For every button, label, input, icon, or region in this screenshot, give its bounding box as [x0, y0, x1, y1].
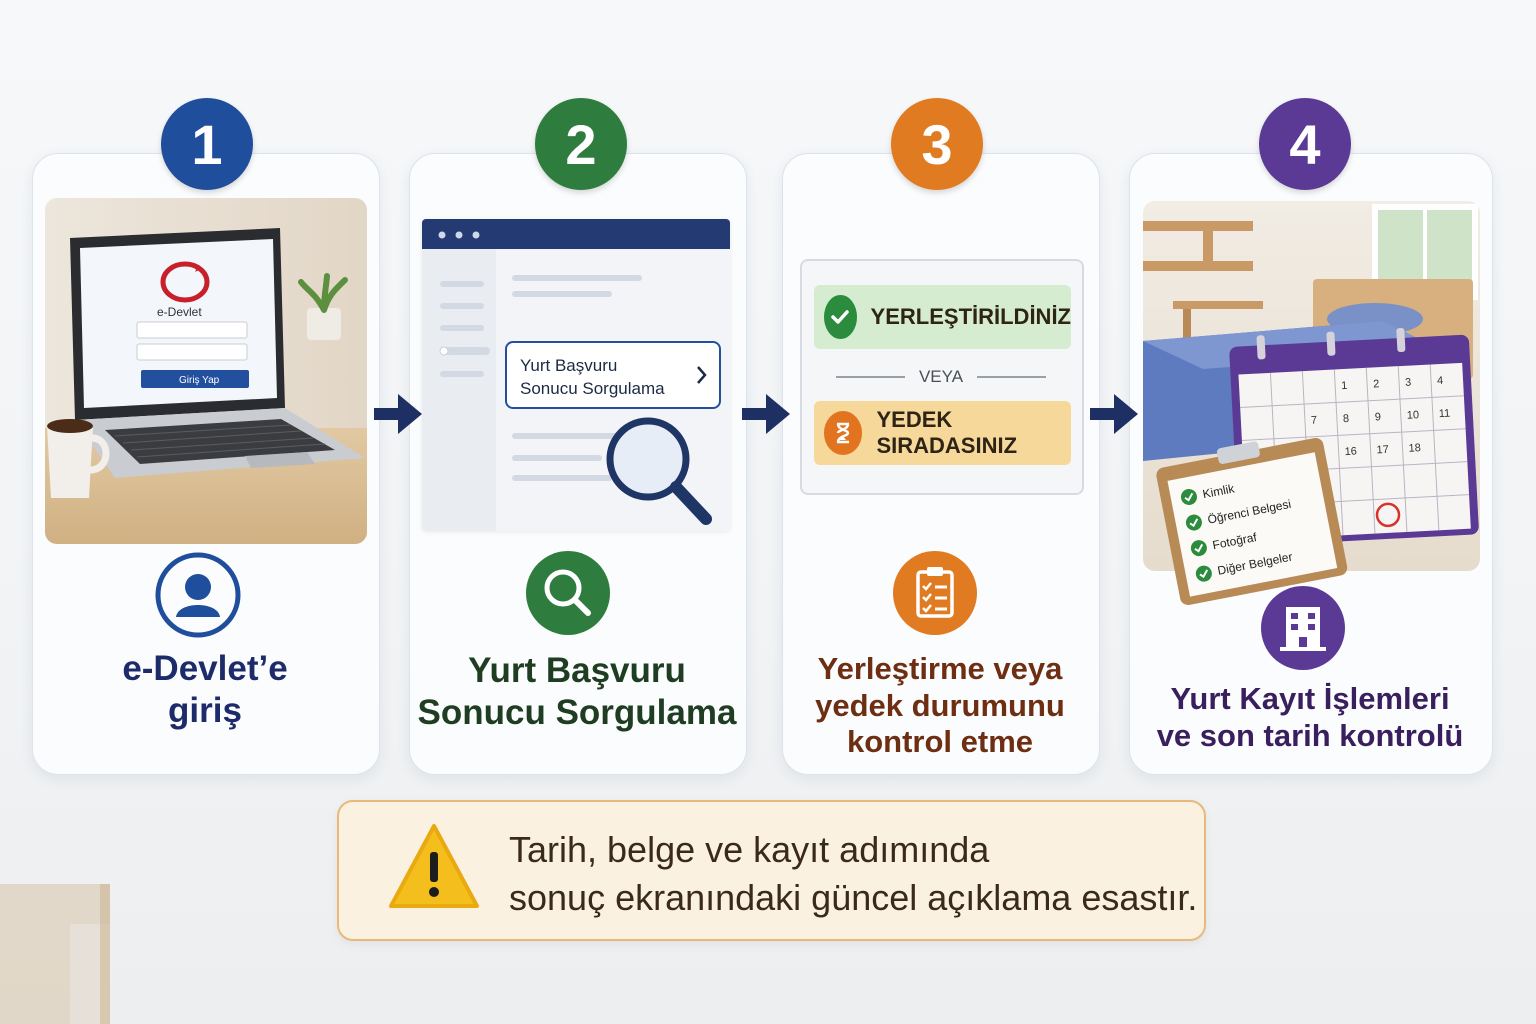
step-4-title-line-2: ve son tarih kontrolü: [1156, 718, 1464, 754]
step-1-title: e-Devlet’e giriş: [40, 648, 370, 732]
step-3-badge: 3: [891, 98, 983, 190]
step-3-number: 3: [921, 112, 953, 176]
calendar-day-number: 18: [1408, 442, 1421, 455]
step-2-browser-mockup: Yurt Başvuru Sonucu Sorgulama: [422, 219, 730, 531]
status-reserve: YEDEK SIRADASINIZ: [814, 401, 1071, 465]
step-3-title-line-1: Yerleştirme veya: [817, 651, 1063, 686]
calendar-day-number: 17: [1376, 444, 1389, 457]
calendar-day-number: 7: [1311, 414, 1318, 426]
status-divider: VEYA: [836, 367, 1046, 387]
step-3-title-line-3: kontrol etme: [846, 724, 1034, 760]
calendar-day-number: 1: [1341, 380, 1348, 392]
checklist-check-icon: [1190, 540, 1207, 557]
calendar-day-number: 3: [1405, 377, 1412, 389]
step-3-title: Yerleştirme veya yedek durumunu kontrol …: [786, 651, 1094, 761]
checklist-check-icon: [1195, 565, 1212, 582]
query-box-line-2: Sonucu Sorgulama: [520, 379, 665, 398]
step-2-title-line-2: Sonucu Sorgulama: [417, 693, 737, 732]
calendar-day-number: 10: [1407, 409, 1420, 422]
laptop-login-button-text: Giriş Yap: [179, 375, 220, 386]
checklist-check-icon: [1180, 489, 1197, 506]
calendar-day-number: 9: [1375, 411, 1382, 423]
checklist-item: Kimlik: [1201, 481, 1236, 501]
calendar-day-number: 8: [1343, 413, 1350, 425]
step-1-title-line-1: e-Devlet’e: [122, 649, 288, 688]
notice-box: Tarih, belge ve kayıt adımında sonuç ekr…: [337, 800, 1206, 941]
background-furniture: [0, 884, 110, 1024]
status-placed-text: YERLEŞTİRİLDİNİZ: [870, 304, 1071, 329]
status-placed: YERLEŞTİRİLDİNİZ: [814, 285, 1071, 349]
calendar-day-number: 16: [1344, 445, 1357, 458]
check-circle-icon: [824, 295, 857, 339]
step-1-title-line-2: giriş: [168, 691, 242, 730]
search-icon: [526, 551, 610, 635]
user-icon: [155, 552, 241, 638]
warning-triangle-icon: [389, 824, 479, 908]
step-4-number: 4: [1289, 112, 1321, 176]
calendar-day-number: 11: [1438, 408, 1450, 421]
step-3-title-line-2: yedek durumunu: [815, 687, 1065, 723]
query-box-line-1: Yurt Başvuru: [520, 356, 617, 375]
step-4-title: Yurt Kayıt İşlemleri ve son tarih kontro…: [1133, 680, 1487, 754]
clipboard-checklist-icon: [893, 551, 977, 635]
arrow-right-icon: [374, 394, 422, 434]
step-4-title-line-1: Yurt Kayıt İşlemleri: [1170, 681, 1450, 716]
step-2-title: Yurt Başvuru Sonucu Sorgulama: [414, 650, 740, 734]
step-2-title-line-1: Yurt Başvuru: [468, 651, 686, 690]
step-1-laptop-image: e-Devlet Giriş Yap: [45, 198, 367, 544]
calendar-day-number: 4: [1437, 375, 1444, 387]
status-reserve-text: YEDEK SIRADASINIZ: [876, 407, 1018, 458]
checklist-check-icon: [1185, 514, 1202, 531]
step-4-badge: 4: [1259, 98, 1351, 190]
status-or-text: VEYA: [918, 367, 964, 386]
step-2-badge: 2: [535, 98, 627, 190]
arrow-right-icon: [1090, 394, 1138, 434]
hourglass-icon: [824, 411, 863, 455]
calendar-day-number: 2: [1373, 378, 1380, 390]
notice-line-2: sonuç ekranındaki güncel açıklama esastı…: [509, 877, 1198, 918]
arrow-right-icon: [742, 394, 790, 434]
laptop-logo-text: e-Devlet: [157, 305, 202, 319]
notice-line-1: Tarih, belge ve kayıt adımında: [509, 829, 990, 870]
step-2-number: 2: [565, 112, 597, 176]
step-3-status-panel: YERLEŞTİRİLDİNİZ VEYA YEDEK SIRADASINIZ: [800, 259, 1084, 495]
step-1-badge: 1: [161, 98, 253, 190]
step-1-number: 1: [191, 112, 223, 176]
building-icon: [1261, 586, 1345, 670]
notice-text: Tarih, belge ve kayıt adımında sonuç ekr…: [509, 826, 1197, 922]
